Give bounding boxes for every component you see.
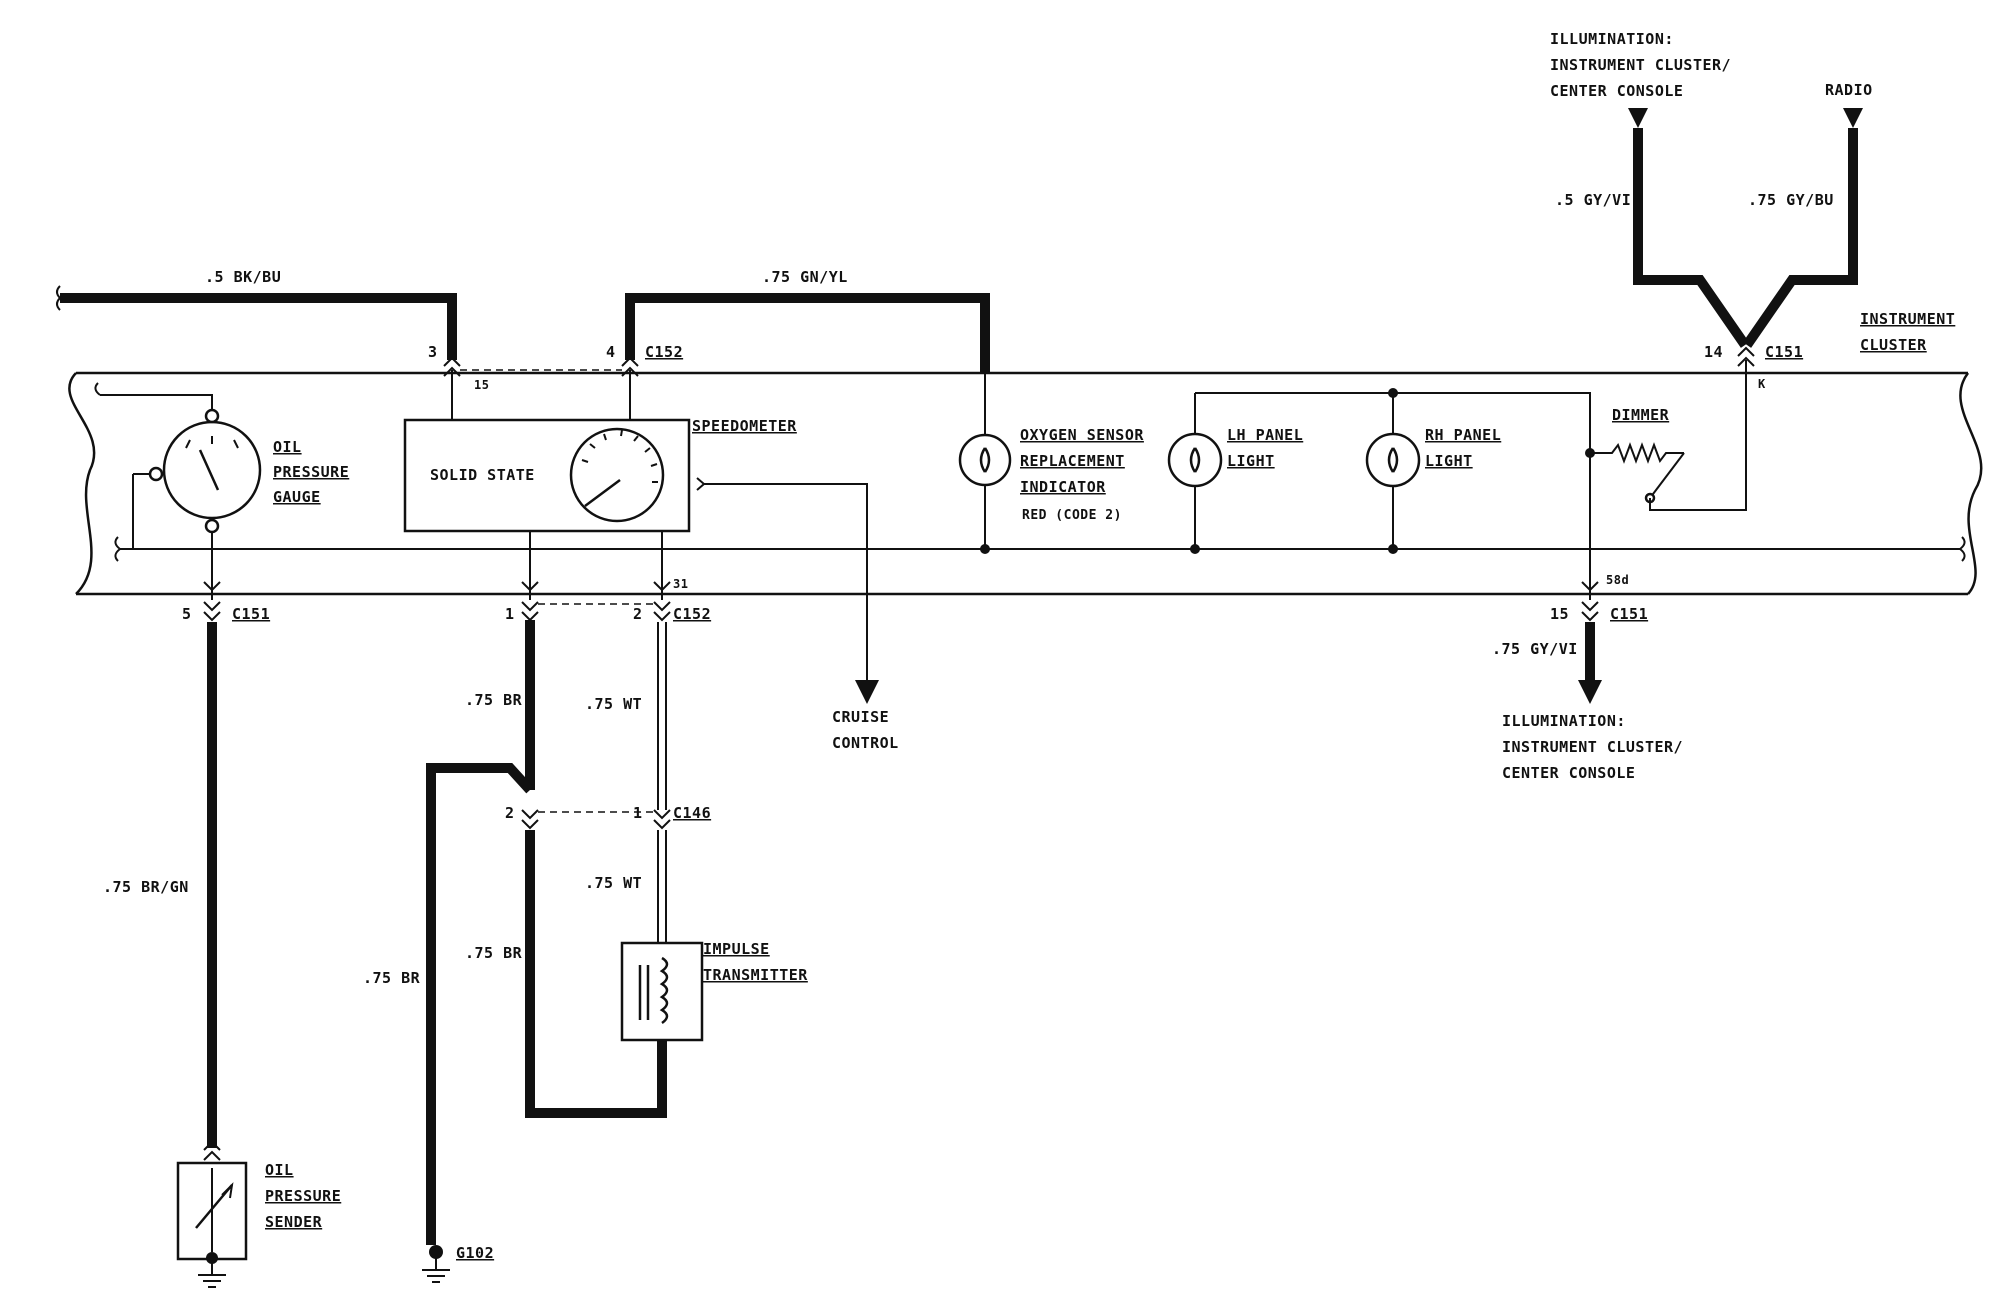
oxygen-label1: OXYGEN SENSOR — [1020, 426, 1144, 444]
impulse-label2: TRANSMITTER — [703, 966, 808, 984]
illum-bottom-line2: INSTRUMENT CLUSTER/ — [1502, 738, 1683, 756]
pin-3: 3 — [428, 343, 438, 361]
connector-c152-top: C152 — [645, 343, 683, 361]
solid-state-label: SOLID STATE — [430, 466, 535, 484]
wire-gy-vi-top: .5 GY/VI — [1555, 128, 1750, 348]
wire-label-bk-bu: .5 BK/BU — [205, 268, 281, 286]
pin-15: 15 — [1550, 605, 1569, 623]
connector-c151-pin5 — [203, 601, 221, 622]
speedometer-label: SPEEDOMETER — [692, 417, 797, 435]
pin-31: 31 — [673, 577, 688, 591]
instrument-cluster-line2: CLUSTER — [1860, 336, 1927, 354]
wire-label-br-2: .75 BR — [465, 944, 523, 962]
cruise-label1: CRUISE — [832, 708, 889, 726]
pin-15-inner: 15 — [474, 378, 489, 392]
wire-wt — [657, 622, 667, 943]
connector-c151-left: C151 — [232, 605, 270, 623]
oil-sender-label1: OIL — [265, 1161, 294, 1179]
wire-gy-vi-bottom — [1578, 622, 1602, 704]
instrument-cluster-line1: INSTRUMENT — [1860, 310, 1955, 328]
lh-panel-label1: LH PANEL — [1227, 426, 1303, 444]
wire-gy-bu: .75 GY/BU — [1742, 128, 1858, 348]
ground-g102 — [422, 1245, 450, 1283]
impulse-transmitter — [620, 941, 704, 1042]
wire-label-gy-bu: .75 GY/BU — [1748, 191, 1834, 209]
wire-label-wt-1: .75 WT — [585, 695, 642, 713]
instrument-cluster-outline — [68, 371, 1983, 596]
connector-c151-right: C151 — [1610, 605, 1648, 623]
oil-pressure-sender — [176, 1140, 248, 1288]
illum-top-line1: ILLUMINATION: — [1550, 30, 1674, 48]
pin-5: 5 — [182, 605, 192, 623]
pin-1-c146: 1 — [633, 804, 643, 822]
illum-bottom-line1: ILLUMINATION: — [1502, 712, 1626, 730]
rh-panel-label2: LIGHT — [1425, 452, 1473, 470]
input-arrow-illum-top — [1628, 108, 1648, 128]
wire-label-br-gn: .75 BR/GN — [103, 878, 189, 896]
connector-c146-pin2 — [521, 809, 539, 830]
connector-c146: C146 — [673, 804, 711, 822]
lh-panel-light-bulb — [1167, 393, 1223, 554]
wire-br-main — [426, 620, 667, 1245]
pin-14: 14 — [1704, 343, 1723, 361]
oxygen-label3: INDICATOR — [1020, 478, 1106, 496]
oil-gauge-label1: OIL — [273, 438, 302, 456]
pin-4: 4 — [606, 343, 616, 361]
input-arrow-radio — [1843, 108, 1863, 128]
wire-label-wt-2: .75 WT — [585, 874, 642, 892]
cruise-label2: CONTROL — [832, 734, 899, 752]
pin-58d: 58d — [1606, 573, 1629, 587]
oil-sender-label3: SENDER — [265, 1213, 323, 1231]
illum-bottom-line3: CENTER CONSOLE — [1502, 764, 1635, 782]
rh-panel-light-bulb — [1365, 388, 1421, 554]
pin-1: 1 — [505, 605, 515, 623]
connector-c152-pin2 — [653, 601, 671, 622]
oil-sender-label2: PRESSURE — [265, 1187, 341, 1205]
radio-label: RADIO — [1825, 81, 1873, 99]
wire-label-gy-vi-top: .5 GY/VI — [1555, 191, 1631, 209]
pin-2: 2 — [633, 605, 643, 623]
wire-label-gy-vi-bottom: .75 GY/VI — [1492, 640, 1578, 658]
wire-label-br-1: .75 BR — [465, 691, 523, 709]
wire-label-gn-yl: .75 GN/YL — [762, 268, 848, 286]
wire-bk-bu: .5 BK/BU — [56, 268, 457, 360]
impulse-label1: IMPULSE — [703, 940, 770, 958]
cluster-internal-wiring — [94, 382, 1966, 562]
speedometer-module — [403, 418, 706, 533]
cruise-control-output — [855, 594, 879, 704]
dimmer-rheostat — [1585, 442, 1685, 510]
oil-gauge-label2: PRESSURE — [273, 463, 349, 481]
dimmer-label: DIMMER — [1612, 406, 1670, 424]
wire-gn-yl: .75 GN/YL — [625, 268, 990, 373]
oxygen-sensor-indicator-bulb — [958, 373, 1012, 554]
illum-top-line3: CENTER CONSOLE — [1550, 82, 1683, 100]
pin-2-c146: 2 — [505, 804, 515, 822]
pin-k: K — [1758, 377, 1766, 391]
wire-label-br-3: .75 BR — [363, 969, 421, 987]
connector-c152-pin3 — [443, 356, 461, 420]
wire-br-gn: .75 BR/GN — [103, 622, 217, 1148]
connector-c152-pin1 — [521, 601, 539, 622]
lh-panel-label2: LIGHT — [1227, 452, 1275, 470]
oil-pressure-gauge — [148, 408, 262, 534]
red-code-label: RED (CODE 2) — [1022, 508, 1122, 523]
connector-c151-pin15 — [1581, 601, 1599, 622]
connector-c151-top: C151 — [1765, 343, 1803, 361]
oxygen-label2: REPLACEMENT — [1020, 452, 1125, 470]
connector-g102: G102 — [456, 1244, 494, 1262]
illum-top-line2: INSTRUMENT CLUSTER/ — [1550, 56, 1731, 74]
rh-panel-label1: RH PANEL — [1425, 426, 1501, 444]
connector-c152-pin4 — [621, 356, 639, 420]
oil-gauge-label3: GAUGE — [273, 488, 321, 506]
connector-c152-bottom: C152 — [673, 605, 711, 623]
connector-c146-pin1 — [653, 809, 671, 830]
